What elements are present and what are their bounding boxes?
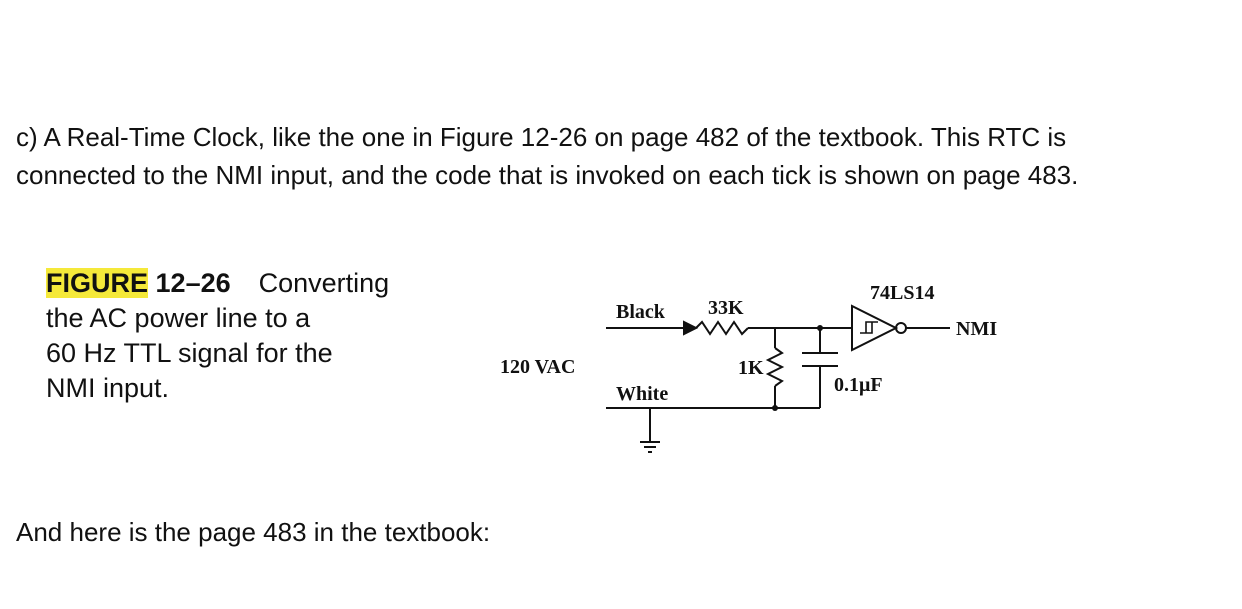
junction-dot [817, 325, 823, 331]
caption-line-1: FIGURE 12–26 Converting [46, 266, 446, 301]
followup-text: And here is the page 483 in the textbook… [16, 517, 491, 547]
black-wire-label: Black [616, 301, 666, 323]
question-text: c) A Real-Time Clock, like the one in Fi… [16, 118, 1226, 194]
resistor-1k [765, 347, 785, 387]
caption-text-1: Converting [258, 268, 390, 298]
source-label: 120 VAC [500, 356, 575, 378]
resistor-1k-label: 1K [738, 357, 764, 379]
resistor-33k [695, 320, 749, 336]
figure-caption: FIGURE 12–26 Converting the AC power line… [46, 266, 446, 406]
schmitt-inverter [851, 304, 899, 352]
junction-dot-bottom [772, 405, 778, 411]
resistor-33k-label: 33K [708, 297, 744, 319]
caption-line-3: 60 Hz TTL signal for the [46, 338, 333, 368]
caption-line-2: the AC power line to a [46, 303, 311, 333]
ground-symbol [640, 441, 660, 453]
wire-arrow [683, 320, 699, 336]
question-line-1: c) A Real-Time Clock, like the one in Fi… [16, 122, 1067, 152]
gate-label: 74LS14 [870, 282, 934, 304]
white-wire-label: White [616, 383, 668, 405]
figure-label: FIGURE [46, 268, 149, 298]
hysteresis-icon [860, 321, 878, 334]
figure-number: 12–26 [155, 268, 231, 298]
capacitor-label: 0.1μF [834, 374, 883, 396]
question-line-2: connected to the NMI input, and the code… [16, 160, 1079, 190]
caption-line-4: NMI input. [46, 373, 170, 403]
nmi-label: NMI [956, 318, 997, 340]
